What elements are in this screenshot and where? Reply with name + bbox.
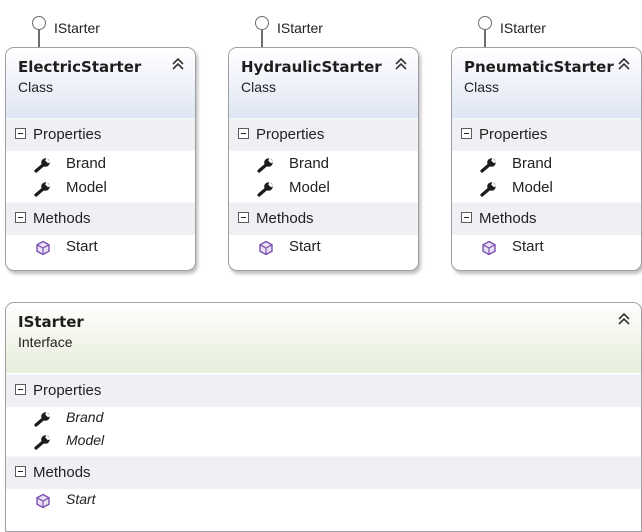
chevron-up-icon[interactable] (617, 57, 631, 71)
chevron-up-icon[interactable] (171, 57, 185, 71)
property-row[interactable]: Model (6, 177, 195, 201)
property-row[interactable]: Brand (452, 153, 641, 177)
wrench-icon (34, 158, 51, 173)
methods-section[interactable]: Methods (6, 202, 195, 235)
method-name: Start (66, 238, 98, 255)
wrench-icon (480, 182, 497, 197)
cube-icon (482, 240, 496, 256)
property-name: Model (289, 179, 330, 196)
class-name: ElectricStarter (18, 58, 142, 76)
properties-section[interactable]: Properties (452, 118, 641, 151)
section-label: Properties (256, 126, 325, 143)
lollipop-istarter-hydraulic: IStarter (255, 16, 375, 50)
wrench-icon (34, 182, 51, 197)
chevron-up-icon[interactable] (617, 312, 631, 326)
chevron-up-icon[interactable] (394, 57, 408, 71)
methods-section[interactable]: Methods (6, 456, 641, 489)
interface-lollipop-icon (32, 16, 46, 30)
section-label: Methods (256, 210, 314, 227)
lollipop-stem (261, 30, 263, 50)
method-row[interactable]: Start (452, 236, 641, 260)
method-row[interactable]: Start (6, 489, 641, 513)
class-box-pneumaticstarter[interactable]: PneumaticStarter Class Properties Brand … (451, 47, 642, 271)
minus-box-icon[interactable] (15, 466, 26, 477)
property-row[interactable]: Brand (6, 407, 641, 431)
cube-icon (36, 493, 50, 509)
wrench-icon (257, 182, 274, 197)
section-label: Properties (33, 126, 102, 143)
interface-name: IStarter (18, 313, 84, 331)
property-name: Brand (66, 155, 107, 172)
wrench-icon (34, 412, 51, 427)
lollipop-label: IStarter (500, 20, 546, 36)
method-name: Start (512, 238, 544, 255)
interface-kind: Interface (18, 334, 73, 350)
cube-icon (36, 240, 50, 256)
wrench-icon (34, 435, 51, 450)
lollipop-label: IStarter (54, 20, 100, 36)
interface-lollipop-icon (255, 16, 269, 30)
class-header (229, 48, 418, 118)
method-name: Start (66, 491, 96, 507)
minus-box-icon[interactable] (238, 212, 249, 223)
minus-box-icon[interactable] (15, 212, 26, 223)
property-row[interactable]: Model (452, 177, 641, 201)
section-label: Properties (33, 382, 102, 399)
lollipop-stem (484, 30, 486, 50)
properties-section[interactable]: Properties (6, 118, 195, 151)
properties-section[interactable]: Properties (6, 374, 641, 407)
property-name: Model (512, 179, 553, 196)
class-header (452, 48, 641, 118)
method-row[interactable]: Start (229, 236, 418, 260)
property-name: Brand (512, 155, 553, 172)
class-kind: Class (464, 79, 500, 95)
section-label: Methods (33, 210, 91, 227)
class-kind: Class (241, 79, 277, 95)
class-kind: Class (18, 79, 54, 95)
minus-box-icon[interactable] (15, 384, 26, 395)
class-box-hydraulicstarter[interactable]: HydraulicStarter Class Properties Brand … (228, 47, 419, 271)
class-name: HydraulicStarter (241, 58, 382, 76)
property-row[interactable]: Brand (229, 153, 418, 177)
class-box-electricstarter[interactable]: ElectricStarter Class Properties Brand M… (5, 47, 196, 271)
wrench-icon (480, 158, 497, 173)
lollipop-stem (38, 30, 40, 50)
class-header (6, 48, 195, 118)
wrench-icon (257, 158, 274, 173)
property-row[interactable]: Model (229, 177, 418, 201)
section-label: Properties (479, 126, 548, 143)
property-name: Model (66, 179, 107, 196)
minus-box-icon[interactable] (461, 212, 472, 223)
property-row[interactable]: Model (6, 430, 641, 454)
cube-icon (259, 240, 273, 256)
methods-section[interactable]: Methods (452, 202, 641, 235)
property-row[interactable]: Brand (6, 153, 195, 177)
lollipop-istarter-electric: IStarter (32, 16, 152, 50)
section-label: Methods (479, 210, 537, 227)
lollipop-istarter-pneumatic: IStarter (478, 16, 598, 50)
property-name: Model (66, 432, 105, 448)
property-name: Brand (66, 409, 104, 425)
method-name: Start (289, 238, 321, 255)
lollipop-label: IStarter (277, 20, 323, 36)
method-row[interactable]: Start (6, 236, 195, 260)
interface-lollipop-icon (478, 16, 492, 30)
interface-header (6, 303, 641, 373)
properties-section[interactable]: Properties (229, 118, 418, 151)
methods-section[interactable]: Methods (229, 202, 418, 235)
minus-box-icon[interactable] (461, 128, 472, 139)
interface-box-istarter[interactable]: IStarter Interface Properties Brand Mode… (5, 302, 642, 532)
minus-box-icon[interactable] (15, 128, 26, 139)
class-name: PneumaticStarter (464, 58, 614, 76)
minus-box-icon[interactable] (238, 128, 249, 139)
property-name: Brand (289, 155, 330, 172)
section-label: Methods (33, 464, 91, 481)
